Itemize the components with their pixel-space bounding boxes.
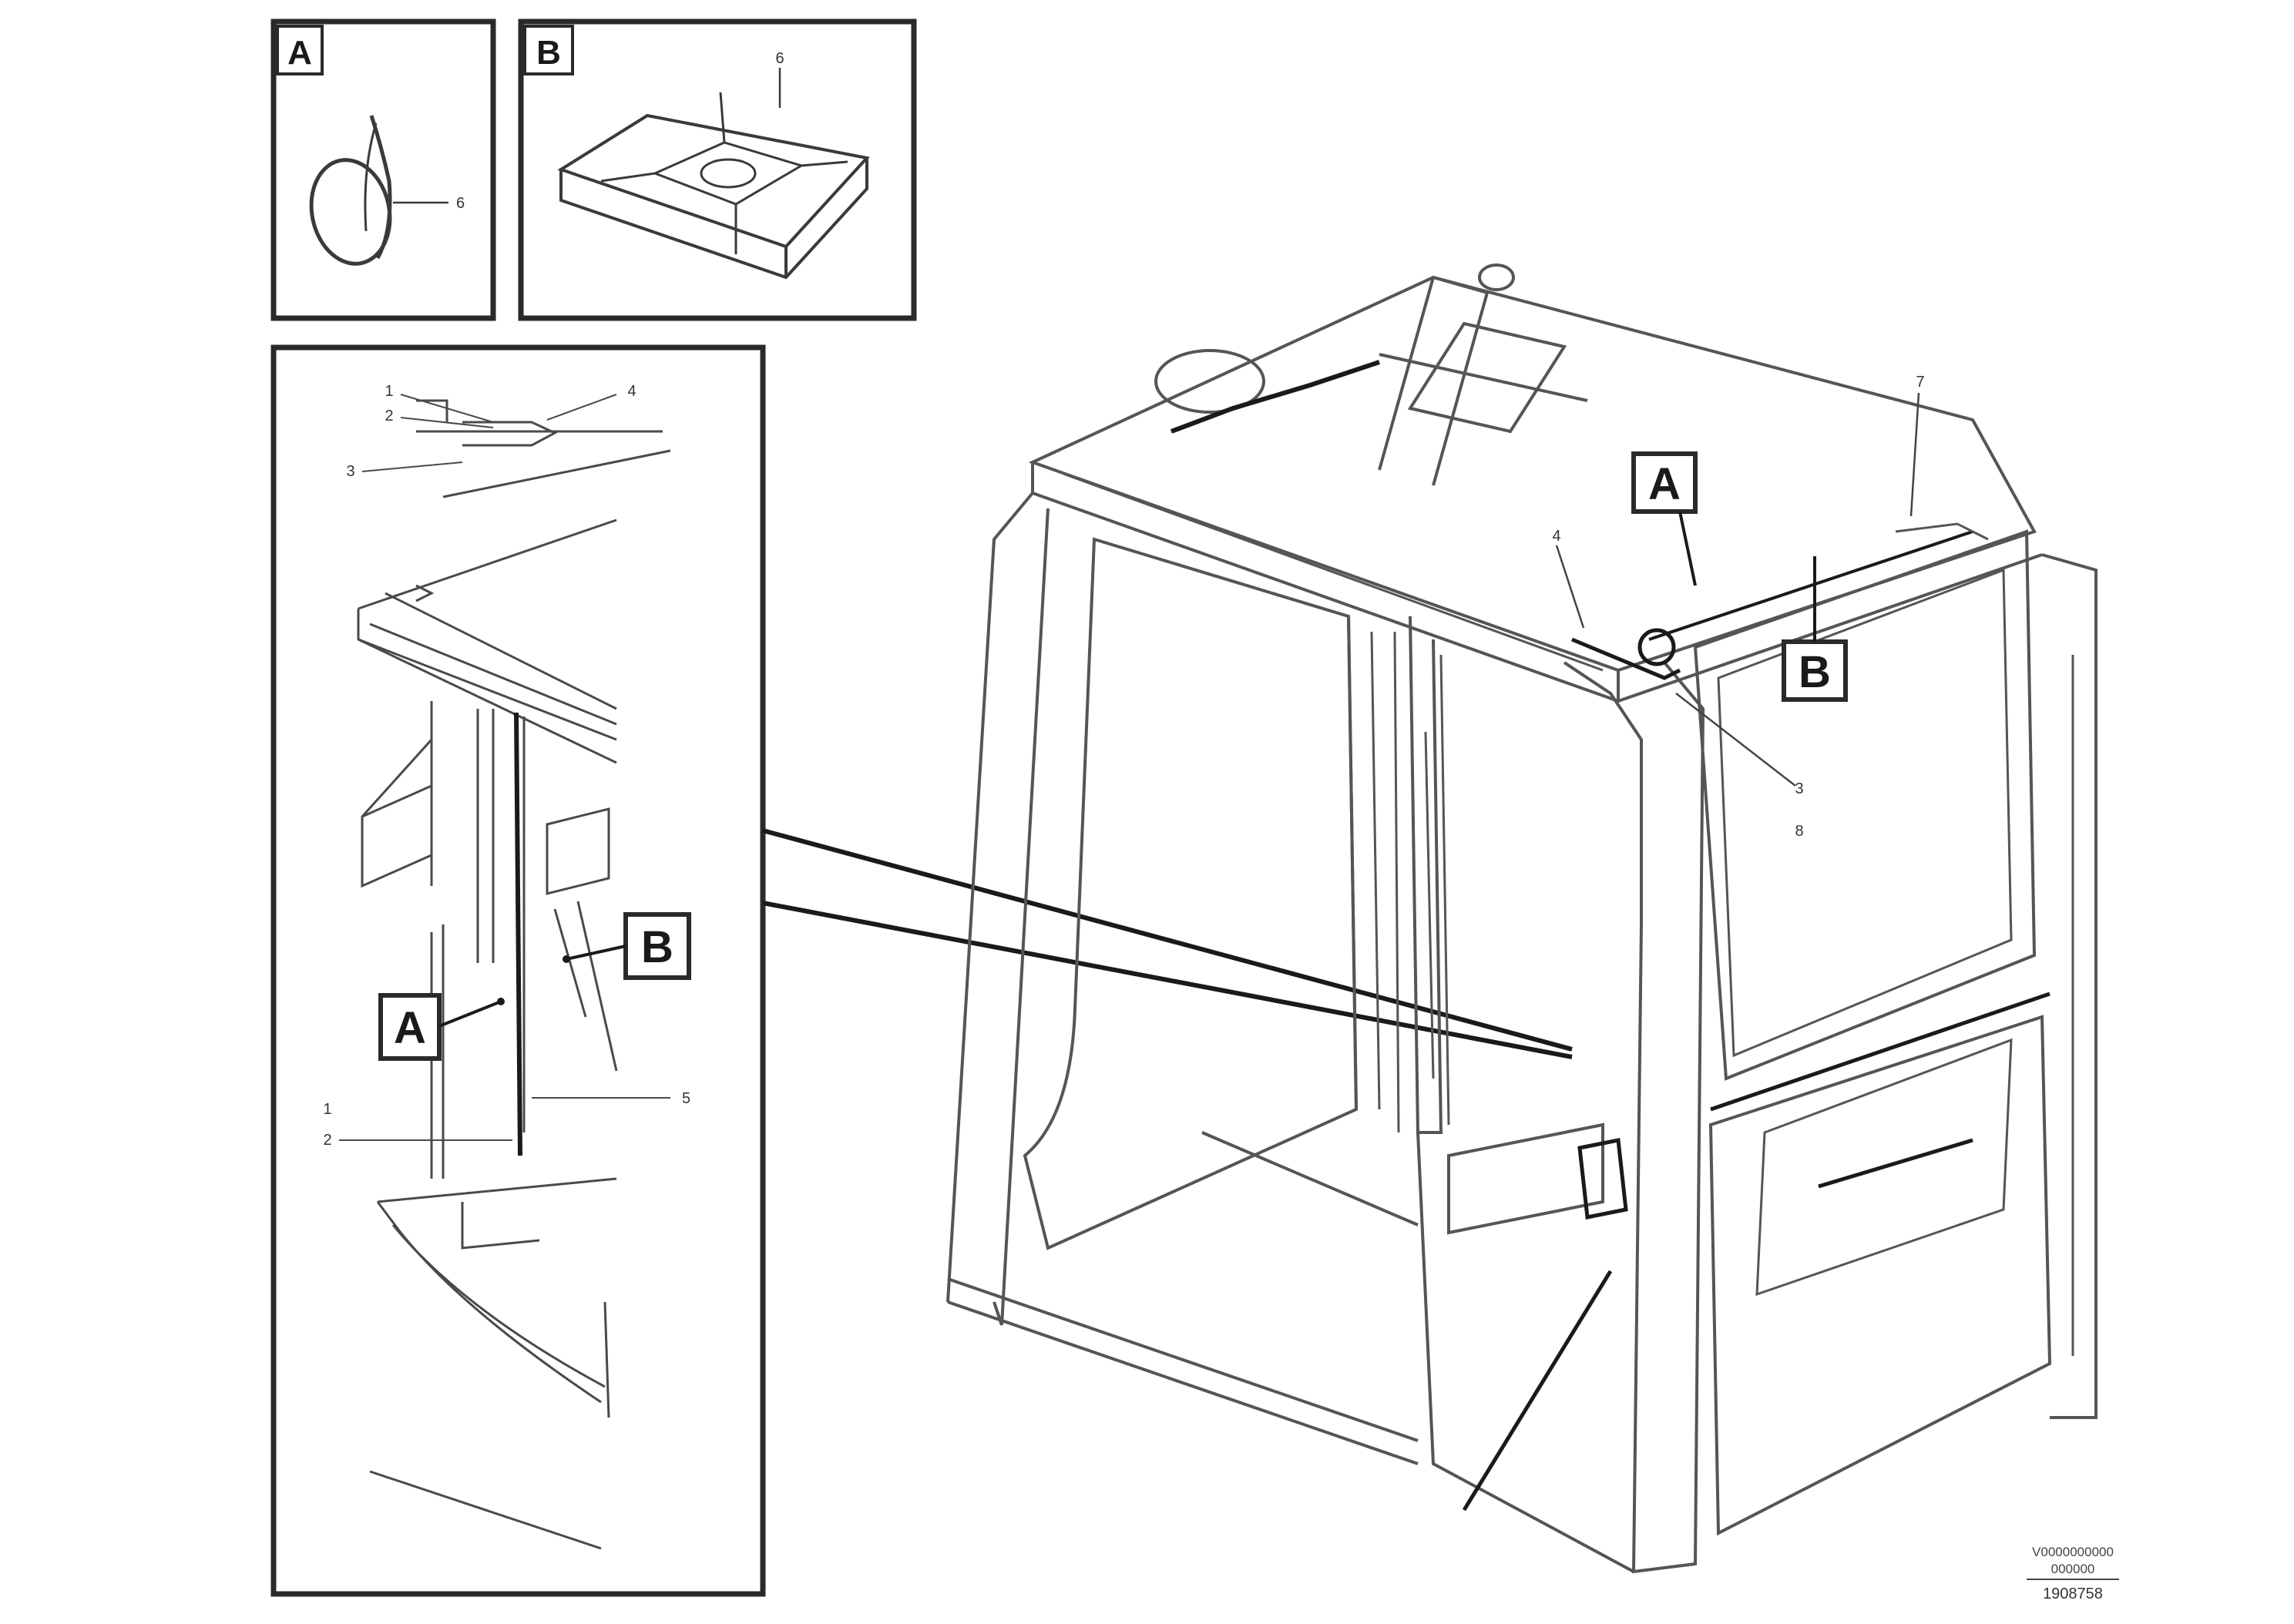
svg-text:B: B (641, 922, 673, 972)
detail-label-3-top: 3 (346, 463, 354, 480)
detail-a-corner-box (276, 25, 324, 75)
detail-a-item-number: 6 (456, 195, 465, 212)
main-callout-b: B (1782, 556, 1848, 702)
projection-lines (762, 828, 1573, 1059)
reference-sub: 000000 (2051, 1562, 2095, 1576)
detail-box-a: A 6 (270, 18, 496, 321)
main-leaders (1555, 392, 1920, 787)
svg-text:A: A (1648, 459, 1681, 509)
detail-box-b: B 6 (518, 18, 917, 321)
main-label-4: 4 (1552, 528, 1560, 545)
adhesive-mount-drawing (557, 92, 870, 280)
top-leaders (361, 394, 617, 472)
detail-callout-a: A (378, 993, 505, 1061)
svg-text:A: A (394, 1003, 426, 1053)
cab-corner-drawing (357, 518, 618, 1550)
detail-b-corner-box (523, 25, 574, 75)
cab-main-view (946, 263, 2098, 1574)
drawing-number: 1908758 (2043, 1585, 2103, 1602)
main-label-8: 8 (1795, 823, 1803, 840)
detail-a-frame (270, 18, 496, 321)
detail-label-2-bottom: 2 (323, 1132, 331, 1149)
detail-label-1-top: 1 (385, 383, 393, 400)
main-label-3: 3 (1795, 780, 1803, 797)
detail-label-4-top: 4 (627, 383, 636, 400)
detail-b-item-number: 6 (775, 50, 784, 67)
enlarged-detail-box: 1 2 3 4 (270, 344, 766, 1597)
detail-label-2-top: 2 (385, 408, 393, 424)
cable-tie-drawing (309, 115, 392, 266)
reference-code: V0000000000 (2032, 1545, 2114, 1559)
detail-label-5-right: 5 (682, 1090, 690, 1107)
main-callout-a: A (1631, 451, 1698, 586)
detail-b-corner-label: B (536, 34, 561, 72)
enlarged-detail-frame (270, 344, 766, 1597)
reference-block: V0000000000 000000 1908758 (2027, 1545, 2119, 1602)
main-label-7: 7 (1916, 374, 1924, 391)
detail-b-frame (518, 18, 917, 321)
strap-line (514, 712, 522, 1156)
detail-label-1-bottom: 1 (323, 1101, 331, 1118)
detail-callout-b: B (563, 912, 691, 980)
svg-text:B: B (1799, 647, 1831, 697)
detail-a-corner-label: A (287, 34, 312, 72)
top-clip-drawing (416, 399, 671, 498)
